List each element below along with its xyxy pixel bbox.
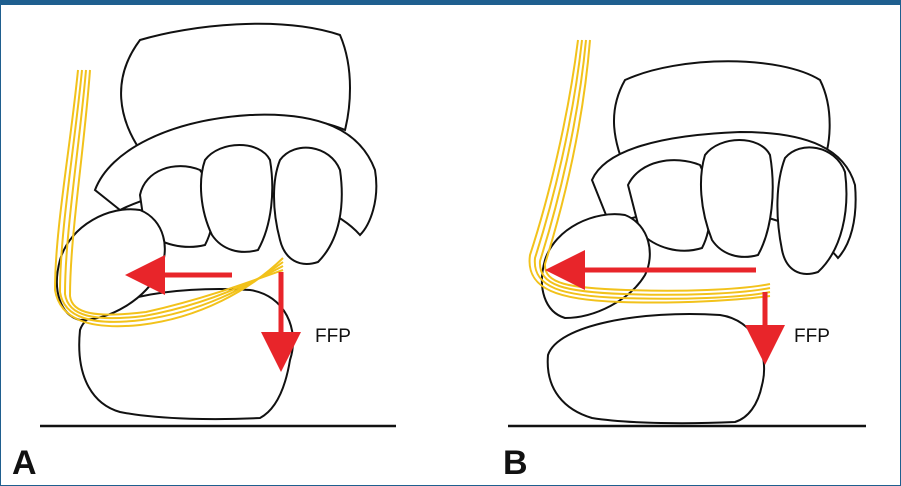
panel-b-calcaneus — [548, 314, 764, 423]
panel-a-bones — [57, 24, 376, 419]
panel-b-force-label: FFP — [794, 327, 830, 346]
panel-a-force-label: FFP — [315, 327, 351, 346]
panel-b-bones — [542, 61, 856, 423]
panel-a-letter: A — [12, 446, 37, 480]
panel-b-letter: B — [503, 446, 528, 480]
panel-b-cuneiform-2 — [701, 140, 773, 257]
panel-a-cuneiform-2 — [201, 145, 272, 252]
panel-a-cuneiform-3 — [274, 148, 342, 264]
